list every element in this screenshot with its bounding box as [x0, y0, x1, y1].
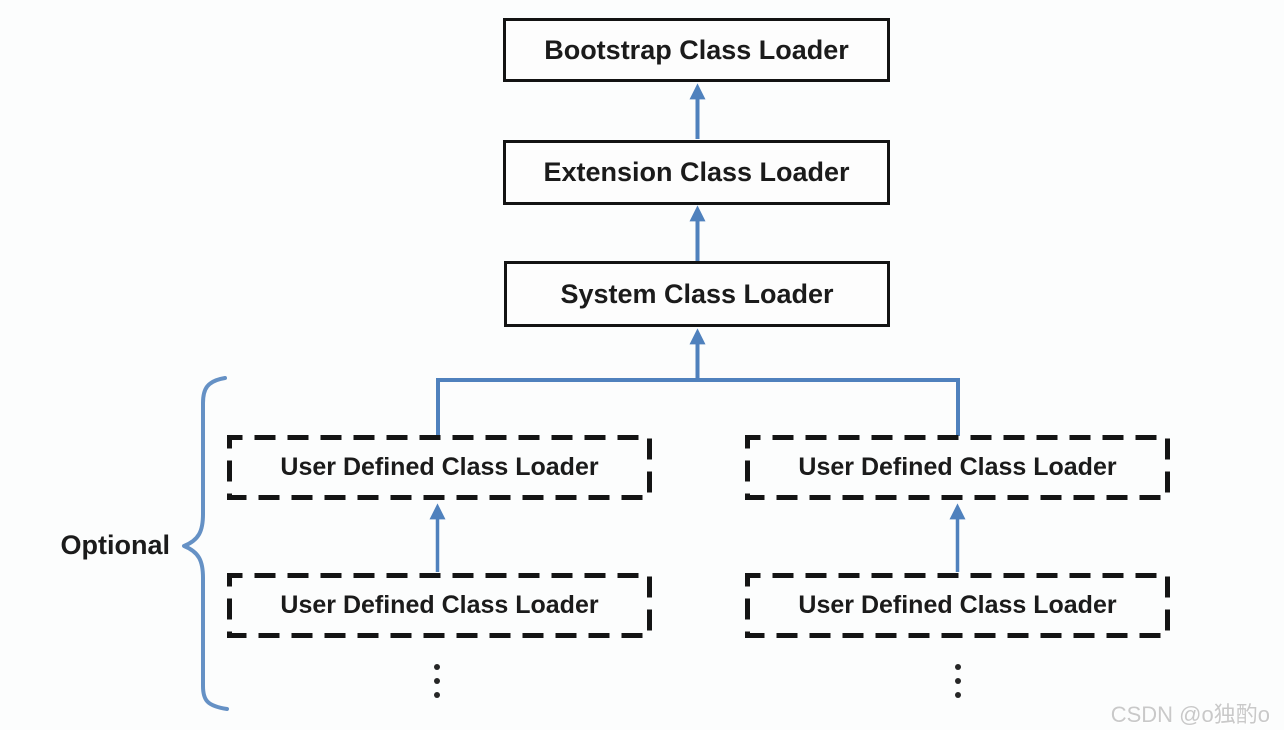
node-user-defined-class-loader-right-2: User Defined Class Loader: [744, 572, 1171, 639]
node-bootstrap-label: Bootstrap Class Loader: [544, 34, 849, 65]
node-user-defined-label: User Defined Class Loader: [280, 453, 599, 481]
dashed-border: [227, 435, 652, 500]
node-system-class-loader: System Class Loader: [504, 261, 890, 327]
dot: [434, 664, 440, 670]
node-user-defined-label: User Defined Class Loader: [280, 591, 599, 619]
optional-brace-icon: [182, 376, 229, 711]
node-user-defined-class-loader-left-1: User Defined Class Loader: [226, 434, 653, 501]
dot: [434, 678, 440, 684]
connector-branch-line: [436, 378, 960, 436]
node-user-defined-class-loader-right-1: User Defined Class Loader: [744, 434, 1171, 501]
optional-group-label: Optional: [60, 530, 171, 560]
dot: [955, 664, 961, 670]
node-user-defined-label: User Defined Class Loader: [798, 591, 1117, 619]
dot: [434, 692, 440, 698]
dot: [955, 692, 961, 698]
vertical-ellipsis-icon: [434, 664, 440, 698]
node-bootstrap-class-loader: Bootstrap Class Loader: [503, 18, 890, 82]
node-system-label: System Class Loader: [560, 278, 834, 309]
node-user-defined-class-loader-left-2: User Defined Class Loader: [226, 572, 653, 639]
dashed-border: [745, 435, 1170, 500]
dot: [955, 678, 961, 684]
vertical-ellipsis-icon: [955, 664, 961, 698]
node-extension-label: Extension Class Loader: [543, 157, 850, 187]
node-user-defined-label: User Defined Class Loader: [798, 453, 1117, 481]
node-extension-class-loader: Extension Class Loader: [503, 140, 890, 205]
dashed-border: [745, 573, 1170, 638]
dashed-border: [227, 573, 652, 638]
csdn-watermark: CSDN @o独酌o: [1110, 702, 1270, 727]
